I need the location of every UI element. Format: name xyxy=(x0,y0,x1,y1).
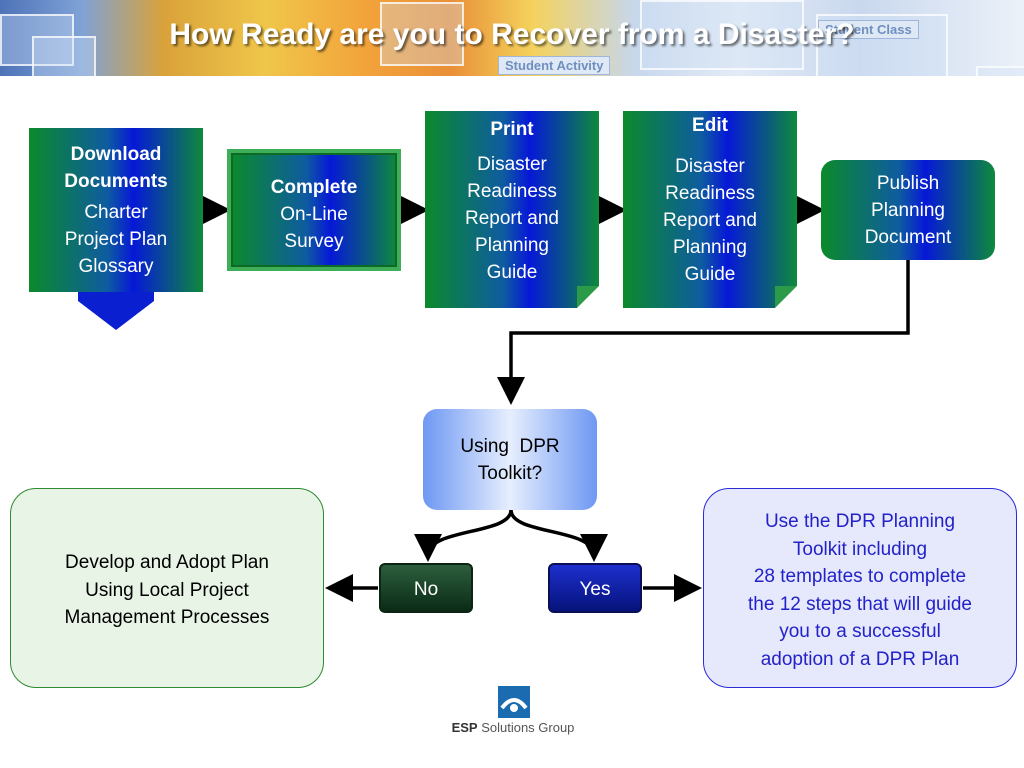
step-publish-line-3: Document xyxy=(864,227,952,248)
step-edit-head: Edit xyxy=(692,115,728,136)
outcome-no-line-1: Develop and Adopt Plan xyxy=(65,552,269,573)
step-complete-survey: Complete On-Line Survey xyxy=(227,149,401,271)
step-publish-line-1: Publish xyxy=(876,173,940,194)
step-edit-line-1: Disaster xyxy=(675,156,745,177)
outcome-local-plan: Develop and Adopt Plan Using Local Proje… xyxy=(10,488,324,688)
step-complete-line-2: Survey xyxy=(284,231,344,252)
header-banner: Student Activity Student Class xyxy=(0,0,1024,76)
step-download-item-glossary: Glossary xyxy=(78,256,154,277)
step-print-report: Print Disaster Readiness Report and Plan… xyxy=(425,111,599,308)
arrow-decision-to-yes xyxy=(509,509,608,562)
step-download-item-charter: Charter xyxy=(84,202,148,223)
page-title: How Ready are you to Recover from a Disa… xyxy=(169,18,855,51)
arrow-decision-to-no xyxy=(414,509,513,562)
outcome-yes-line-1: Use the DPR Planning xyxy=(764,511,956,532)
step-print-line-3: Report and xyxy=(464,208,559,229)
banner-label-class: Student Class xyxy=(818,20,919,39)
outcome-yes-line-4: the 12 steps that will guide xyxy=(748,593,972,615)
decision-line-1: Using DPR xyxy=(460,436,560,457)
esp-logo-icon xyxy=(498,686,530,718)
outcome-yes-line-5: you to a successful xyxy=(779,621,941,642)
outcome-yes-line-6: adoption of a DPR Plan xyxy=(760,648,960,670)
footer-brand: ESP Solutions Group xyxy=(430,720,596,735)
step-print-line-2: Readiness xyxy=(467,181,557,202)
outcome-yes-line-2: Toolkit including xyxy=(792,538,928,560)
step-edit-line-3: Report and xyxy=(662,210,757,231)
step-download-item-project-plan: Project Plan xyxy=(64,229,168,250)
step-print-line-4: Planning xyxy=(475,235,549,256)
step-download-documents: Download Documents Charter Project Plan … xyxy=(29,128,203,292)
step-print-line-1: Disaster xyxy=(477,154,547,175)
step-print-line-5: Guide xyxy=(486,262,538,283)
decision-line-2: Toolkit? xyxy=(477,463,543,484)
step-download-head: Download Documents xyxy=(64,144,168,192)
footer-brand-rest: Solutions Group xyxy=(477,720,575,735)
outcome-no-line-3: Management Processes xyxy=(64,607,270,628)
branch-no: No xyxy=(379,563,473,613)
step-print-head: Print xyxy=(490,119,534,140)
banner-label-activity: Student Activity xyxy=(498,56,611,75)
step-publish-line-2: Planning xyxy=(871,200,945,221)
decision-dpr-toolkit: Using DPR Toolkit? xyxy=(423,409,597,510)
step-complete-head: Complete xyxy=(270,177,358,198)
step-publish-document: Publish Planning Document xyxy=(821,160,995,260)
step-edit-line-5: Guide xyxy=(684,264,736,285)
outcome-no-line-2: Using Local Project xyxy=(85,579,249,601)
step-edit-report: Edit Disaster Readiness Report and Plann… xyxy=(623,111,797,308)
outcome-yes-line-3: 28 templates to complete xyxy=(753,566,967,587)
download-arrow-icon xyxy=(78,301,154,330)
step-edit-line-2: Readiness xyxy=(665,183,755,204)
step-edit-line-4: Planning xyxy=(673,237,747,258)
branch-yes: Yes xyxy=(548,563,642,613)
footer-brand-bold: ESP xyxy=(451,720,478,735)
step-complete-line-1: On-Line xyxy=(280,204,348,225)
outcome-dpr-toolkit: Use the DPR Planning Toolkit including 2… xyxy=(703,488,1017,688)
